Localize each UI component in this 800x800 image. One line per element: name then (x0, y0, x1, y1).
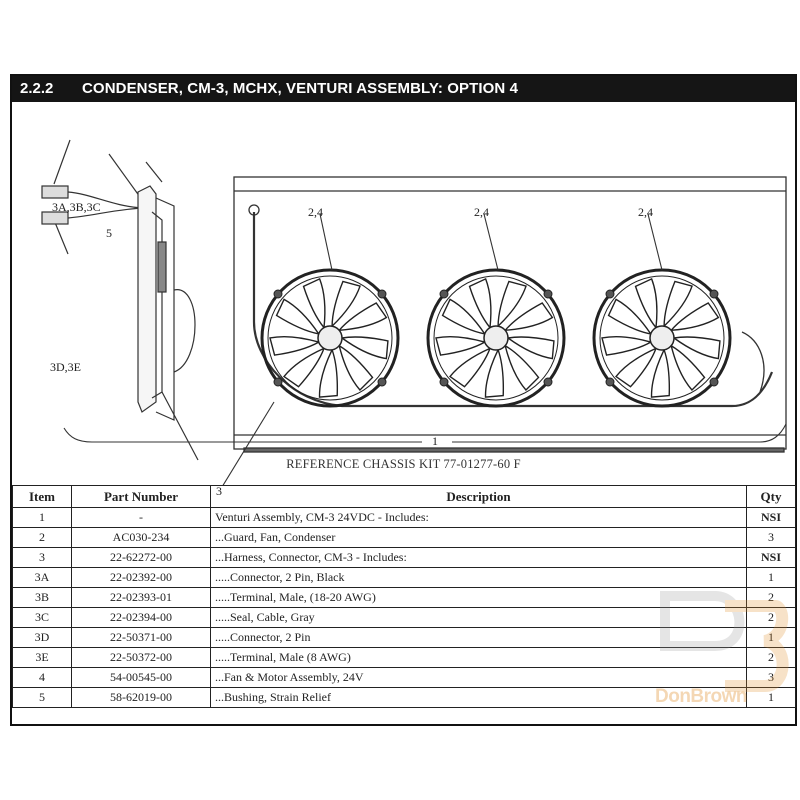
side-tab (145, 161, 163, 183)
section-number: 2.2.2 (20, 80, 54, 97)
cell-qty: NSI (746, 507, 796, 528)
callout-3abc: 3A,3B,3C (52, 200, 101, 214)
parts-table-body: 1-Venturi Assembly, CM-3 24VDC - Include… (12, 507, 796, 708)
cell-qty: 3 (746, 527, 796, 548)
assembly-drawing: 3A,3B,3C 5 3D,3E 2,4 2,4 2,4 3 1 (12, 102, 795, 498)
reference-chassis-caption: REFERENCE CHASSIS KIT 77-01277-60 F (286, 457, 521, 471)
cell-item: 3B (12, 587, 72, 608)
wire-a (67, 191, 143, 209)
cell-description: .....Connector, 2 Pin, Black (210, 567, 747, 588)
harness-grommet (248, 204, 260, 216)
cell-description: ...Guard, Fan, Condenser (210, 527, 747, 548)
cell-part-number: - (71, 507, 211, 528)
cell-item: 3E (12, 647, 72, 668)
cell-qty: 3 (746, 667, 796, 688)
cell-description: ...Bushing, Strain Relief (210, 687, 747, 708)
cell-part-number: 54-00545-00 (71, 667, 211, 688)
cell-description: Venturi Assembly, CM-3 24VDC - Includes: (210, 507, 747, 528)
cell-item: 5 (12, 687, 72, 708)
table-row: 1-Venturi Assembly, CM-3 24VDC - Include… (12, 507, 796, 528)
cell-description: ...Harness, Connector, CM-3 - Includes: (210, 547, 747, 568)
table-header-row: Item Part Number Description Qty (12, 485, 796, 508)
cell-description: ...Fan & Motor Assembly, 24V (210, 667, 747, 688)
connector-3a-icon (41, 185, 69, 199)
cell-item: 3 (12, 547, 72, 568)
harness-end (741, 331, 765, 393)
header-description: Description (210, 485, 747, 508)
callout-5: 5 (106, 226, 112, 240)
cell-qty: 2 (746, 587, 796, 608)
callout-1: 1 (432, 434, 438, 448)
cell-description: .....Terminal, Male (8 AWG) (210, 647, 747, 668)
side-bracket (137, 185, 157, 413)
callout-fan3: 2,4 (638, 205, 653, 219)
cell-item: 2 (12, 527, 72, 548)
cell-part-number: 22-02393-01 (71, 587, 211, 608)
cell-part-number: 22-02392-00 (71, 567, 211, 588)
cell-part-number: 58-62019-00 (71, 687, 211, 708)
cell-part-number: 22-02394-00 (71, 607, 211, 628)
side-frame (155, 197, 175, 421)
callout-fan1: 2,4 (308, 205, 323, 219)
leader-3abc (53, 139, 71, 185)
leader-harness (222, 401, 275, 485)
parts-table: Item Part Number Description Qty 1-Ventu… (12, 485, 796, 708)
side-rail (151, 211, 163, 399)
cell-qty: NSI (746, 547, 796, 568)
parts-document: 2.2.2 CONDENSER, CM-3, MCHX, VENTURI ASS… (10, 74, 797, 726)
bracket-left (63, 427, 422, 443)
bracket-right (452, 423, 787, 443)
motor-body (157, 241, 167, 293)
fan-group (260, 268, 732, 408)
cell-qty: 1 (746, 627, 796, 648)
header-qty: Qty (746, 485, 796, 508)
fan-3 (592, 268, 732, 408)
leader-fan1 (319, 213, 333, 271)
cell-qty: 2 (746, 607, 796, 628)
leader-fan3 (647, 213, 663, 271)
callout-fan2: 2,4 (474, 205, 489, 219)
fan-2 (426, 268, 566, 408)
cell-item: 1 (12, 507, 72, 528)
side-leg (161, 391, 199, 461)
cell-qty: 1 (746, 567, 796, 588)
header-part-number: Part Number (71, 485, 211, 508)
cell-part-number: 22-50372-00 (71, 647, 211, 668)
section-title: CONDENSER, CM-3, MCHX, VENTURI ASSEMBLY:… (82, 80, 519, 97)
header-item: Item (12, 485, 72, 508)
cell-description: .....Connector, 2 Pin (210, 627, 747, 648)
cell-item: 4 (12, 667, 72, 688)
cell-part-number: 22-62272-00 (71, 547, 211, 568)
assembly-illustration (41, 139, 787, 485)
wire-b (67, 207, 143, 219)
cell-description: .....Seal, Cable, Gray (210, 607, 747, 628)
cell-item: 3D (12, 627, 72, 648)
leader-fan2 (483, 213, 499, 271)
fan-1 (260, 268, 400, 408)
cell-part-number: AC030-234 (71, 527, 211, 548)
leader-3de (53, 219, 69, 255)
cell-item: 3A (12, 567, 72, 588)
cell-qty: 1 (746, 687, 796, 708)
callout-3de: 3D,3E (50, 360, 81, 374)
cell-qty: 2 (746, 647, 796, 668)
chassis-base-bar (243, 447, 785, 453)
cell-description: .....Terminal, Male, (18-20 AWG) (210, 587, 747, 608)
fan-hub-side (173, 289, 196, 373)
leader-5 (108, 153, 141, 198)
section-header: 2.2.2 CONDENSER, CM-3, MCHX, VENTURI ASS… (12, 76, 795, 102)
cell-item: 3C (12, 607, 72, 628)
cell-part-number: 22-50371-00 (71, 627, 211, 648)
harness-tube (252, 212, 774, 408)
watermark-brand: DonBrown (655, 686, 748, 707)
